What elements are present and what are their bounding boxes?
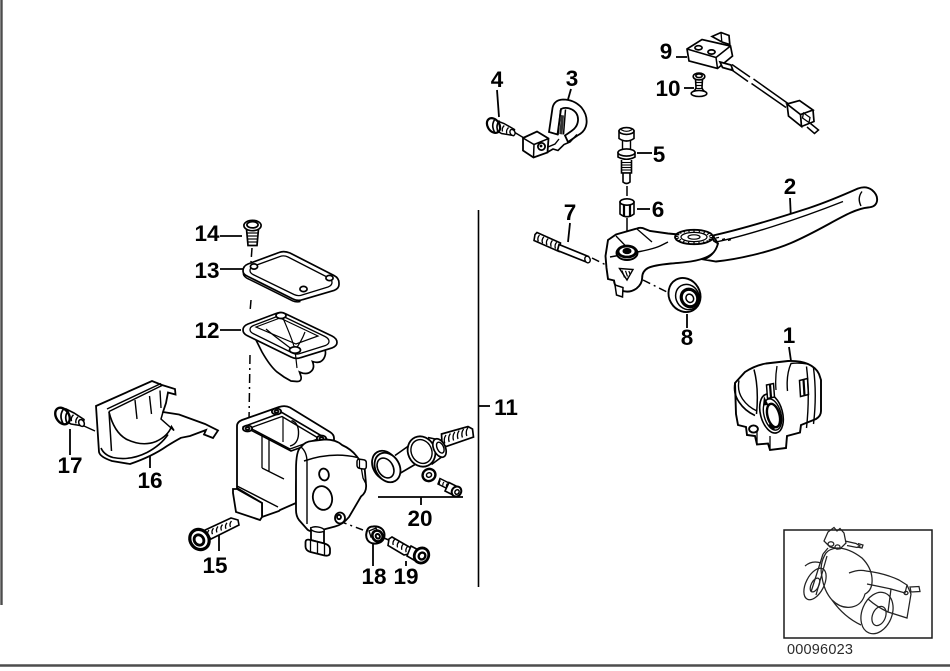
svg-text:20: 20 [407, 506, 432, 531]
svg-text:13: 13 [194, 258, 219, 283]
svg-text:8: 8 [681, 325, 694, 350]
svg-text:3: 3 [566, 66, 579, 91]
svg-text:7: 7 [564, 200, 577, 225]
svg-text:4: 4 [491, 67, 504, 92]
svg-text:10: 10 [655, 76, 680, 101]
svg-text:2: 2 [784, 174, 797, 199]
svg-text:11: 11 [494, 395, 518, 420]
svg-text:19: 19 [393, 564, 418, 589]
svg-text:18: 18 [361, 564, 386, 589]
svg-text:12: 12 [194, 318, 219, 343]
svg-text:6: 6 [652, 197, 665, 222]
svg-text:14: 14 [194, 221, 220, 246]
svg-text:16: 16 [137, 468, 162, 493]
svg-text:17: 17 [57, 453, 82, 478]
svg-text:00096023: 00096023 [787, 642, 853, 658]
svg-text:1: 1 [783, 323, 796, 348]
svg-text:5: 5 [653, 142, 666, 167]
svg-text:15: 15 [202, 553, 227, 578]
svg-text:9: 9 [660, 39, 673, 64]
